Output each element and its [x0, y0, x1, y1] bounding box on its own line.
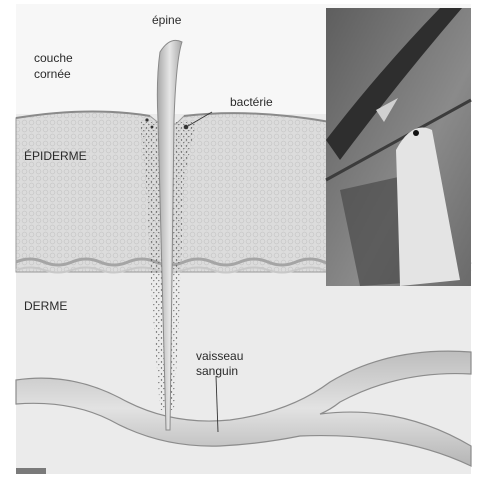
- spine-label: épine: [152, 13, 182, 27]
- epidermis-label: ÉPIDERME: [24, 148, 87, 163]
- bacteria-label: bactérie: [230, 95, 273, 109]
- bacterium: [151, 126, 154, 129]
- bacterium: [145, 118, 148, 121]
- bacterium: [184, 125, 189, 130]
- inset-photo: [326, 8, 471, 286]
- dermis-label: DERME: [24, 299, 67, 313]
